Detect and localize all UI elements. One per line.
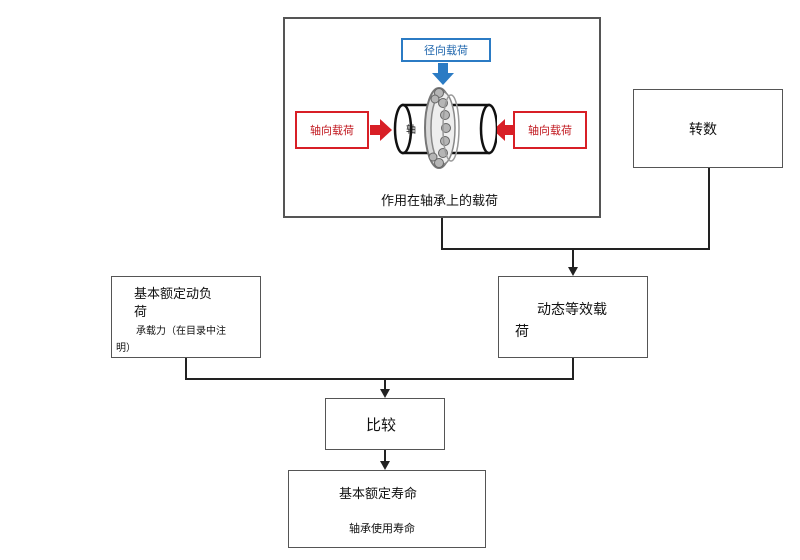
- rating-title-line2: 荷: [134, 305, 148, 320]
- life-subtitle: 轴承使用寿命: [349, 522, 415, 535]
- axial-load-right-arrow-icon: [493, 119, 515, 141]
- rating-note-line2: 明）: [116, 343, 136, 354]
- speed-label: 转数: [689, 122, 717, 138]
- shaft-label: 轴: [406, 125, 416, 136]
- radial-load-label: 径向载荷: [401, 38, 491, 62]
- connector-panel-down: [441, 218, 443, 249]
- axial-load-left-label: 轴向载荷: [295, 111, 369, 149]
- connector-top-join: [441, 248, 710, 250]
- connector-speed-down: [708, 168, 710, 249]
- basic-rating-life-box: 基本额定寿命 轴承使用寿命: [288, 470, 486, 548]
- speed-box: 转数: [633, 89, 783, 168]
- connector-mid-join: [185, 378, 574, 380]
- axial-load-right-label: 轴向载荷: [513, 111, 587, 149]
- compare-box: 比较: [325, 398, 445, 450]
- dynamic-load-label-line1: 动态等效载: [537, 302, 607, 318]
- connector-to-dynamic-load: [572, 249, 574, 268]
- rating-title-line1: 基本额定动负: [134, 287, 213, 302]
- dynamic-equivalent-load-box: 动态等效载 荷: [498, 276, 648, 358]
- panel-caption: 作用在轴承上的载荷: [381, 194, 499, 209]
- connector-dynamic-down: [572, 358, 574, 379]
- life-title: 基本额定寿命: [339, 487, 418, 502]
- basic-dynamic-load-rating-box: 基本额定动负 荷 承载力（在目录中注 明）: [111, 276, 261, 358]
- connector-rating-down: [185, 358, 187, 379]
- bearing-shaft-illustration: [393, 87, 497, 169]
- rating-note-line1: 承载力（在目录中注: [136, 326, 226, 337]
- compare-label: 比较: [366, 416, 397, 434]
- connector-to-compare: [384, 379, 386, 390]
- connector-to-life: [384, 450, 386, 462]
- bearing-loads-panel: 径向载荷 轴向载荷 轴向载荷: [283, 17, 601, 218]
- arrow-to-compare: [380, 389, 390, 398]
- dynamic-load-label-line2: 荷: [515, 324, 529, 340]
- radial-load-arrow-icon: [432, 63, 454, 85]
- arrow-to-life: [380, 461, 390, 470]
- axial-load-left-arrow-icon: [370, 119, 392, 141]
- arrow-to-dynamic-load: [568, 267, 578, 276]
